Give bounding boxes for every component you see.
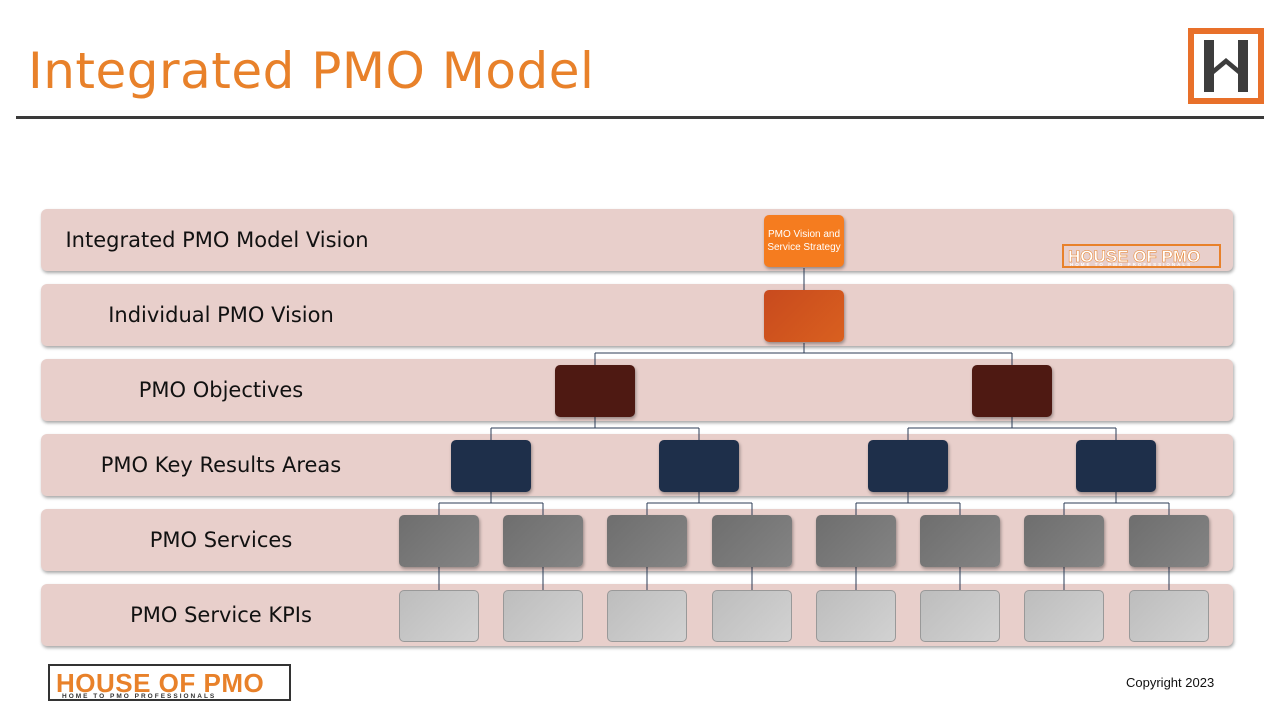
service-kpi-node bbox=[1129, 590, 1209, 642]
service-node bbox=[503, 515, 583, 567]
service-kpi-node bbox=[607, 590, 687, 642]
service-node bbox=[816, 515, 896, 567]
watermark-logo-tagline: HOME TO PMO PROFESSIONALS bbox=[1070, 262, 1193, 267]
level-label: Individual PMO Vision bbox=[108, 303, 334, 327]
watermark-logo-text: HOUSE OF PMO bbox=[1068, 247, 1201, 267]
level-label: PMO Service KPIs bbox=[130, 603, 312, 627]
service-node bbox=[607, 515, 687, 567]
title-divider bbox=[16, 116, 1264, 119]
level-label: Integrated PMO Model Vision bbox=[65, 228, 369, 252]
service-kpi-node bbox=[1024, 590, 1104, 642]
level-label: PMO Objectives bbox=[138, 378, 304, 402]
objective-node bbox=[972, 365, 1052, 417]
service-node bbox=[1129, 515, 1209, 567]
key-result-area-node bbox=[868, 440, 948, 492]
service-kpi-node bbox=[399, 590, 479, 642]
logo-tagline: HOME TO PMO PROFESSIONALS bbox=[62, 693, 217, 700]
level-band-individual-vision: Individual PMO Vision bbox=[41, 284, 1233, 346]
copyright-text: Copyright 2023 bbox=[1126, 675, 1215, 690]
key-result-area-node bbox=[659, 440, 739, 492]
objective-node bbox=[555, 365, 635, 417]
key-result-area-node bbox=[451, 440, 531, 492]
logo-text: HOUSE OF PMO bbox=[56, 668, 265, 698]
house-of-pmo-h-icon bbox=[1188, 28, 1264, 104]
key-result-area-node bbox=[1076, 440, 1156, 492]
level-label: PMO Key Results Areas bbox=[100, 453, 342, 477]
individual-pmo-vision-node bbox=[764, 290, 844, 342]
service-node bbox=[920, 515, 1000, 567]
service-kpi-node bbox=[503, 590, 583, 642]
service-node bbox=[1024, 515, 1104, 567]
service-kpi-node bbox=[920, 590, 1000, 642]
level-label: PMO Services bbox=[149, 528, 293, 552]
service-node bbox=[399, 515, 479, 567]
slide-title: Integrated PMO Model bbox=[28, 42, 595, 100]
level-band-integrated-vision: Integrated PMO Model Vision bbox=[41, 209, 1233, 271]
house-of-pmo-logo: HOUSE OF PMO HOME TO PMO PROFESSIONALS bbox=[48, 664, 291, 701]
level-band-key-results-areas: PMO Key Results Areas bbox=[41, 434, 1233, 496]
service-kpi-node bbox=[816, 590, 896, 642]
service-node bbox=[712, 515, 792, 567]
service-kpi-node bbox=[712, 590, 792, 642]
house-of-pmo-watermark-logo: HOUSE OF PMO HOME TO PMO PROFESSIONALS bbox=[1062, 244, 1221, 268]
pmo-vision-strategy-node: PMO Vision and Service Strategy bbox=[764, 215, 844, 267]
